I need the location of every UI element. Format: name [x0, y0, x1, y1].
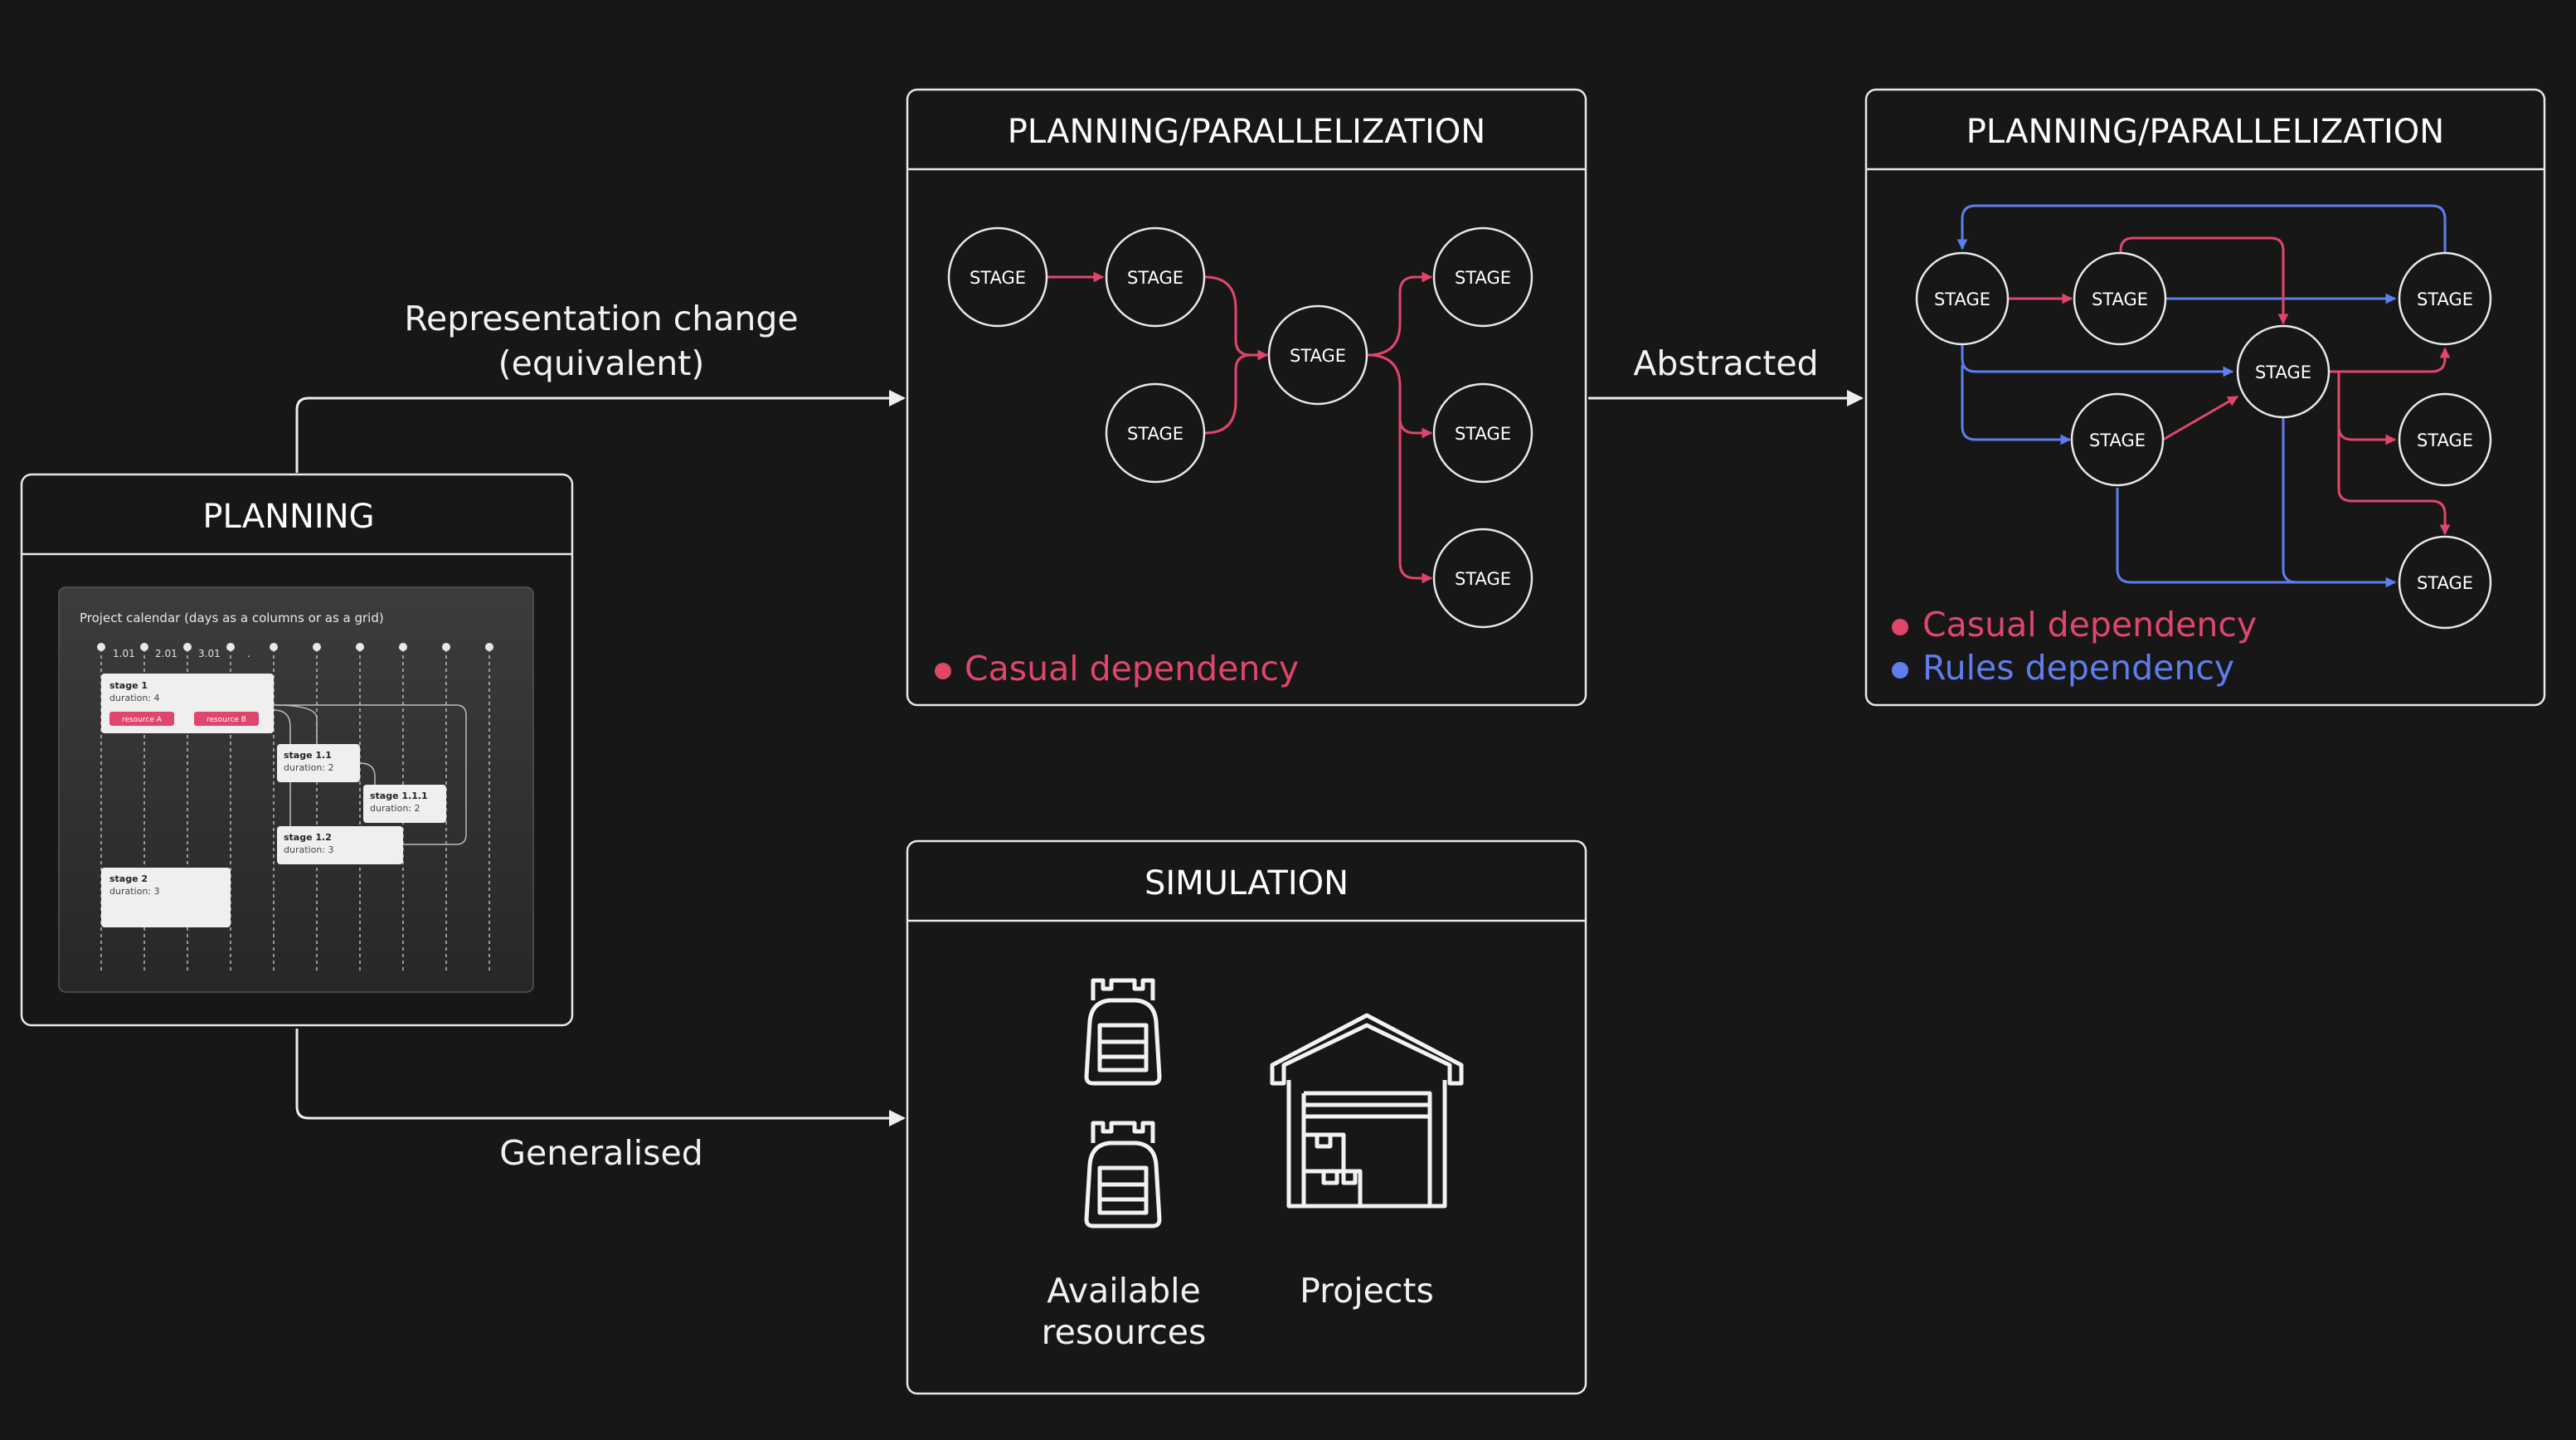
- card-stage-2: stage 2 duration: 3: [101, 868, 231, 927]
- stage-label: STAGE: [1455, 424, 1511, 444]
- calendar-date-1: 1.01: [113, 648, 135, 659]
- stage-label: STAGE: [1455, 569, 1511, 589]
- card-stage-2-duration: duration: 3: [109, 886, 160, 897]
- card-stage-1-2-duration: duration: 3: [284, 844, 334, 855]
- projects-label: Projects: [1300, 1271, 1434, 1311]
- stage-label: STAGE: [2417, 289, 2473, 309]
- causal-edges-1: [1047, 271, 1433, 584]
- stage-node: STAGE: [2398, 535, 2492, 630]
- legend-2: Casual dependency Rules dependency: [1892, 605, 2257, 688]
- stage-nodes-1: STAGE STAGE STAGE STAGE STAGE STAGE STAG…: [947, 226, 1533, 629]
- abstracted-label: Abstracted: [1633, 343, 1818, 383]
- resources-label: resources: [1042, 1312, 1207, 1352]
- planning-title: PLANNING: [202, 498, 374, 536]
- stage-node: STAGE: [1105, 226, 1206, 328]
- card-stage-1-1-duration: duration: 2: [284, 762, 334, 773]
- stage-node: STAGE: [2398, 392, 2492, 487]
- legend-causal-1: Casual dependency: [935, 649, 1299, 688]
- card-stage-1-2-title: stage 1.2: [284, 832, 332, 843]
- legend-causal-label: Casual dependency: [965, 649, 1299, 688]
- causal-edges-2: [2008, 236, 2451, 536]
- backpack-icon: [1084, 978, 1162, 1086]
- calendar-date-4: .: [247, 648, 250, 659]
- stage-node: STAGE: [1432, 226, 1533, 328]
- legend-causal-label: Casual dependency: [1922, 605, 2257, 645]
- calendar-title: Project calendar (days as a columns or a…: [80, 611, 384, 625]
- stage-label: STAGE: [2255, 362, 2311, 382]
- warehouse-icon: [1270, 1013, 1464, 1209]
- stage-node: STAGE: [2236, 324, 2331, 419]
- stage-node: STAGE: [947, 226, 1048, 328]
- stage-label: STAGE: [1290, 346, 1346, 366]
- stage-label: STAGE: [1127, 424, 1184, 444]
- equivalent-label: (equivalent): [498, 343, 705, 383]
- stage-node: STAGE: [1432, 382, 1533, 484]
- parallelization-1-title: PLANNING/PARALLELIZATION: [1008, 113, 1485, 151]
- resource-a-pill: resource A: [122, 716, 163, 724]
- stage-node: STAGE: [1105, 382, 1206, 484]
- simulation-box: SIMULATION: [906, 839, 1587, 1395]
- stage-node: STAGE: [1432, 528, 1533, 629]
- parallelization-2-title: PLANNING/PARALLELIZATION: [1966, 113, 2444, 151]
- generalised-label: Generalised: [499, 1133, 703, 1173]
- parallelization-box-1: PLANNING/PARALLELIZATION STAGE STAGE STA…: [906, 88, 1587, 707]
- representation-change-label: Representation change: [404, 299, 798, 338]
- stage-node: STAGE: [2073, 251, 2167, 346]
- card-stage-1-2: stage 1.2 duration: 3: [277, 826, 403, 864]
- card-stage-1-1-1-title: stage 1.1.1: [370, 791, 428, 801]
- project-calendar: Project calendar (days as a columns or a…: [58, 586, 534, 993]
- stage-label: STAGE: [2092, 289, 2148, 309]
- connector-generalised: [295, 1029, 906, 1126]
- stage-label: STAGE: [1934, 289, 1990, 309]
- simulation-title: SIMULATION: [1145, 864, 1349, 902]
- planning-box: PLANNING Project calendar (days as a col…: [20, 473, 574, 1027]
- connector-representation: [295, 390, 906, 473]
- card-stage-1-1-1-duration: duration: 2: [370, 803, 420, 814]
- card-stage-1-1: stage 1.1 duration: 2: [277, 744, 360, 782]
- resource-b-pill: resource B: [207, 716, 246, 724]
- card-stage-1-title: stage 1: [109, 680, 148, 691]
- stage-node: STAGE: [1267, 304, 1368, 406]
- card-stage-2-title: stage 2: [109, 873, 148, 884]
- stage-node: STAGE: [2398, 251, 2492, 346]
- legend-rules-label: Rules dependency: [1922, 648, 2234, 688]
- calendar-column-dots: [97, 643, 493, 651]
- calendar-date-3: 3.01: [198, 648, 221, 659]
- stage-label: STAGE: [1127, 268, 1184, 288]
- stage-label: STAGE: [970, 268, 1026, 288]
- stage-label: STAGE: [2417, 573, 2473, 593]
- rules-edges: [1956, 204, 2447, 588]
- parallelization-box-2: PLANNING/PARALLELIZATION STAGE STAGE STA…: [1864, 88, 2546, 707]
- stage-label: STAGE: [1455, 268, 1511, 288]
- stage-node: STAGE: [2070, 392, 2165, 487]
- calendar-date-2: 2.01: [155, 648, 177, 659]
- card-stage-1-1-title: stage 1.1: [284, 750, 332, 761]
- card-stage-1-duration: duration: 4: [109, 693, 160, 703]
- available-label: Available: [1047, 1271, 1201, 1311]
- calendar-links: [273, 704, 467, 845]
- stage-nodes-2: STAGE STAGE STAGE STAGE STAGE STAGE STAG…: [1915, 251, 2492, 630]
- card-stage-1: stage 1 duration: 4 resource A resource …: [101, 674, 274, 733]
- card-stage-1-1-1: stage 1.1.1 duration: 2: [363, 785, 446, 823]
- stage-label: STAGE: [2089, 431, 2146, 450]
- stage-node: STAGE: [1915, 251, 2010, 346]
- backpack-icon: [1084, 1121, 1162, 1228]
- stage-label: STAGE: [2417, 431, 2473, 450]
